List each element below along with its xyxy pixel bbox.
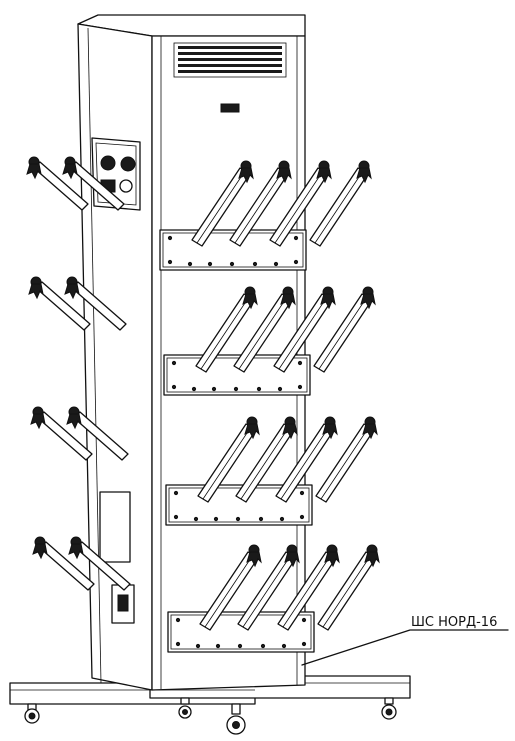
vent-grille (178, 46, 282, 73)
caster-wheel-icon (381, 697, 397, 720)
caster-wheel-icon (24, 703, 40, 724)
knob-icon (100, 155, 116, 171)
knob-icon (120, 156, 136, 172)
indicator-lamp-icon (119, 179, 133, 193)
side-hatch (99, 491, 131, 563)
indicator-window (220, 103, 240, 113)
socket-icon (117, 594, 129, 612)
caster-wheel-icon (178, 697, 192, 719)
callout: ШС НОРД-16 (301, 615, 509, 666)
caster-wheel-icon (226, 703, 246, 735)
callout-leader-line (301, 629, 509, 666)
callout-label: ШС НОРД-16 (411, 615, 497, 630)
